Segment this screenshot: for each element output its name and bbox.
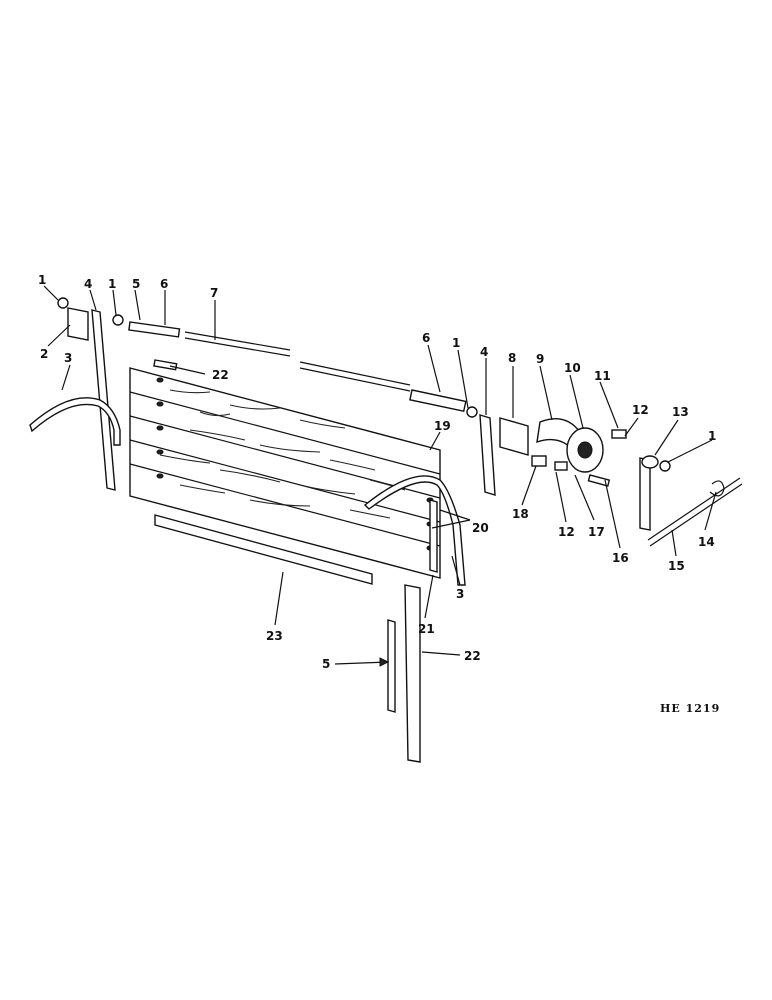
callout: 12 bbox=[558, 525, 575, 539]
leader-lines bbox=[43, 285, 717, 667]
drive-mechanism bbox=[499, 417, 743, 547]
callout: 4 bbox=[84, 277, 92, 291]
callout: 2 bbox=[40, 347, 48, 361]
callout: 7 bbox=[210, 286, 218, 300]
bottom-strip bbox=[154, 514, 373, 585]
callout: 19 bbox=[434, 419, 451, 433]
top-shaft bbox=[128, 321, 467, 413]
callout: 6 bbox=[422, 331, 430, 345]
callout: 3 bbox=[456, 587, 464, 601]
callout: 8 bbox=[508, 351, 516, 365]
callout: 5 bbox=[132, 277, 140, 291]
callout: 5 bbox=[322, 657, 330, 671]
callout: 18 bbox=[512, 507, 529, 521]
callout: 9 bbox=[536, 352, 544, 366]
callout: 10 bbox=[564, 361, 581, 375]
callout: 6 bbox=[160, 277, 168, 291]
right-side-assembly bbox=[363, 406, 496, 586]
callout: 14 bbox=[698, 535, 715, 549]
left-side-assembly bbox=[29, 297, 124, 491]
callout: 1 bbox=[452, 336, 460, 350]
callout: 4 bbox=[480, 345, 488, 359]
callout: 3 bbox=[64, 351, 72, 365]
callout: 11 bbox=[594, 369, 611, 383]
callout: 21 bbox=[418, 622, 435, 636]
callout: 12 bbox=[632, 403, 649, 417]
callout: 20 bbox=[472, 521, 489, 535]
lower-bar bbox=[404, 584, 421, 763]
callout: 22 bbox=[464, 649, 481, 663]
callout: 1 bbox=[108, 277, 116, 291]
callout: 1 bbox=[38, 273, 46, 287]
callout-numbers: 1 2 3 4 1 5 6 7 22 6 1 4 8 9 10 11 12 13… bbox=[38, 273, 716, 671]
callout: 17 bbox=[588, 525, 605, 539]
slotted-strip bbox=[387, 619, 396, 713]
drawing-code: HE 1219 bbox=[660, 702, 720, 715]
wood-panel bbox=[129, 367, 441, 579]
callout: 16 bbox=[612, 551, 629, 565]
callout: 23 bbox=[266, 629, 283, 643]
callout: 22 bbox=[212, 368, 229, 382]
callout: 1 bbox=[708, 429, 716, 443]
callout: 13 bbox=[672, 405, 689, 419]
callout: 15 bbox=[668, 559, 685, 573]
